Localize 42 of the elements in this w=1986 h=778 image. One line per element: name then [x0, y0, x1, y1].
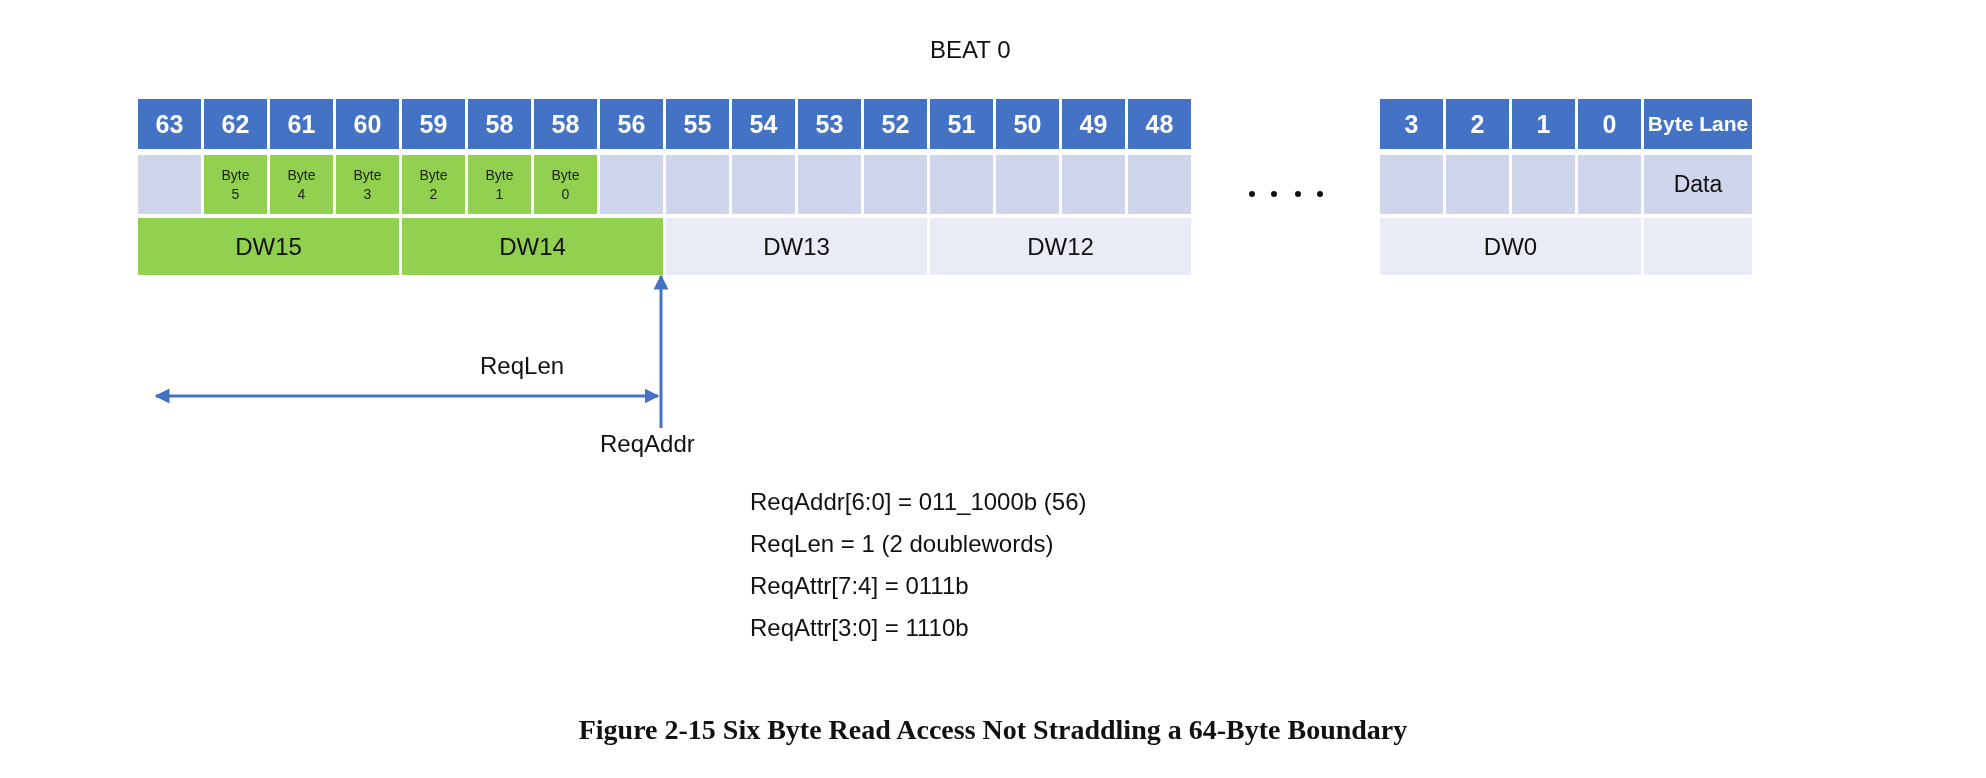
byte-lane-number: 52 — [864, 99, 927, 149]
byte-lane-number: 3 — [1380, 99, 1443, 149]
byte-lane-number: 51 — [930, 99, 993, 149]
byte-lane-number: 58 — [534, 99, 597, 149]
requested-byte: Byte 0 — [534, 155, 597, 214]
byte-lane-number: 54 — [732, 99, 795, 149]
byte-lane-number: 55 — [666, 99, 729, 149]
byte-lane-number: 48 — [1128, 99, 1191, 149]
byte-lane-number: 60 — [336, 99, 399, 149]
field-value-line: ReqAttr[7:4] = 0111b — [750, 572, 969, 600]
byte-lane-number: 59 — [402, 99, 465, 149]
length-label: ReqLen — [480, 352, 565, 380]
requested-byte: Byte 2 — [402, 155, 465, 214]
byte-lane-number: 62 — [204, 99, 267, 149]
figure-caption: Figure 2-15 Six Byte Read Access Not Straddling a 64-Byte Boundary — [578, 714, 1408, 745]
beat-title: BEAT 0 — [930, 36, 1011, 64]
byte-lane-number: 50 — [996, 99, 1059, 149]
requested-byte: Byte 1 — [468, 155, 531, 214]
byte-lane-number: 58 — [468, 99, 531, 149]
requested-byte: Byte 4 — [270, 155, 333, 214]
requested-byte: Byte 3 — [336, 155, 399, 214]
column-header: Byte Lane — [1644, 99, 1752, 149]
byte-lane-number: 49 — [1062, 99, 1125, 149]
byte-lane-number: 2 — [1446, 99, 1509, 149]
doubleword-cell: DW14 — [402, 218, 663, 275]
field-value-line: ReqAddr[6:0] = 011_1000b (56) — [750, 488, 1087, 516]
byte-lane-number: 61 — [270, 99, 333, 149]
byte-lane-number: 1 — [1512, 99, 1575, 149]
doubleword-cell: DW15 — [138, 218, 399, 275]
byte-lane-number: 63 — [138, 99, 201, 149]
byte-lane-number: 0 — [1578, 99, 1641, 149]
doubleword-cell: DW12 — [930, 218, 1191, 275]
address-label: ReqAddr — [600, 430, 695, 458]
doubleword-cell: DW0 — [1380, 218, 1641, 275]
row-header: Data — [1644, 155, 1752, 214]
arrow — [653, 274, 669, 428]
field-value-line: ReqAttr[3:0] = 1110b — [750, 614, 969, 642]
byte-lane-number: 53 — [798, 99, 861, 149]
field-value-line: ReqLen = 1 (2 doublewords) — [750, 530, 1054, 558]
requested-byte: Byte 5 — [204, 155, 267, 214]
doubleword-cell: DW13 — [666, 218, 927, 275]
byte-lane-number: 56 — [600, 99, 663, 149]
